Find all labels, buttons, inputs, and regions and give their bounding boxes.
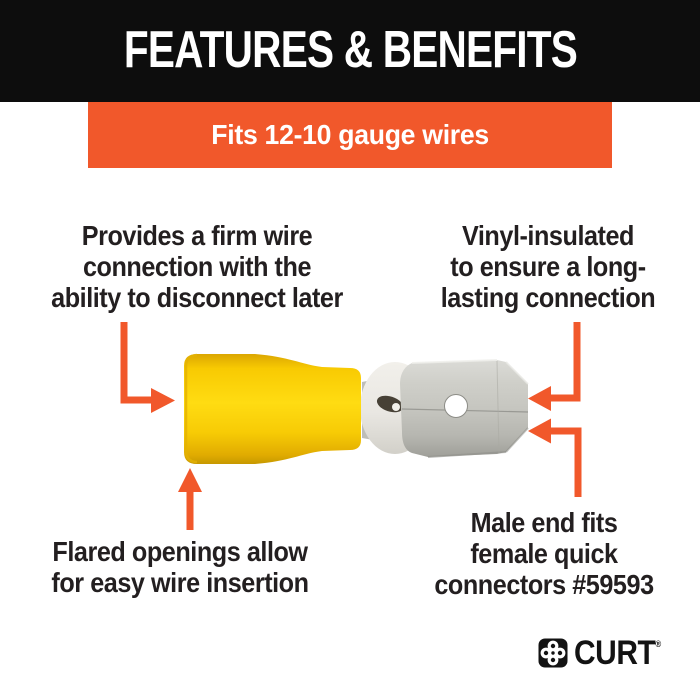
arrow-firm-connection — [120, 322, 175, 413]
arrow-male-end — [528, 418, 582, 497]
callout-line: connectors #59593 — [434, 569, 654, 600]
header-banner: FEATURES & BENEFITS — [0, 0, 700, 102]
brand-logo: CURT® — [538, 636, 673, 670]
page-title: FEATURES & BENEFITS — [123, 21, 577, 79]
terminal-metal-neck — [362, 364, 452, 454]
terminal-metal-blade — [400, 359, 529, 458]
callout-flared-openings: Flared openings allow for easy wire inse… — [23, 536, 338, 598]
gauge-banner-text: Fits 12-10 gauge wires — [211, 119, 489, 150]
callout-line: Vinyl-insulated — [461, 220, 635, 251]
blade-hole — [444, 394, 468, 418]
arrow-vinyl-insulated — [528, 322, 581, 411]
callout-line: lasting connection — [440, 282, 656, 313]
terminal-yellow-sleeve — [184, 353, 361, 464]
callout-line: Male end fits — [470, 507, 618, 538]
terminal-insert — [360, 362, 430, 454]
callout-line: connection with the — [82, 251, 312, 282]
callout-line: for easy wire insertion — [51, 567, 309, 598]
callout-line: to ensure a long- — [450, 251, 646, 282]
callout-line: Flared openings allow — [52, 536, 308, 567]
curt-clover-icon — [538, 638, 568, 668]
arrow-flared-openings — [178, 468, 202, 530]
brand-name: CURT — [574, 634, 656, 672]
callout-vinyl-insulated: Vinyl-insulated to ensure a long- lastin… — [404, 220, 692, 313]
callout-line: ability to disconnect later — [51, 282, 343, 313]
brand-wordmark: CURT® — [574, 636, 661, 670]
callout-arrows — [120, 322, 582, 530]
callout-male-end: Male end fits female quick connectors #5… — [405, 507, 684, 600]
callout-firm-connection: Provides a firm wire connection with the… — [31, 220, 364, 313]
trademark-symbol: ® — [655, 639, 661, 649]
gauge-banner: Fits 12-10 gauge wires — [88, 102, 612, 168]
callout-line: female quick — [470, 538, 618, 569]
callout-line: Provides a firm wire — [81, 220, 313, 251]
